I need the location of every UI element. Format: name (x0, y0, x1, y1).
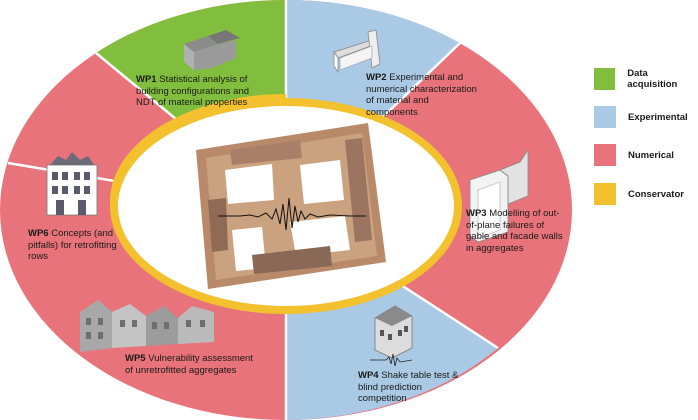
legend-label: Experimental (628, 111, 688, 123)
wp4-description: Shake table test & blind prediction comp… (358, 370, 459, 404)
legend-swatch (594, 183, 616, 205)
legend-swatch (594, 68, 616, 90)
building-on-shake-table-icon (370, 305, 413, 367)
wp1-label: WP1 Statistical analysis of building con… (136, 74, 268, 109)
seismogram-icon (218, 197, 366, 231)
aerial-city-map-icon (196, 123, 386, 289)
wp5-id: WP5 (125, 353, 146, 364)
wp6-id: WP6 (28, 228, 49, 239)
wp2-description: Experimental and numerical characterizat… (366, 72, 477, 118)
wp4-id: WP4 (358, 370, 379, 381)
legend-swatch (594, 106, 616, 128)
legend-item-experimental: Experimental (594, 106, 688, 128)
legend-label: Data acquisition (627, 68, 678, 90)
legend-label: Numerical (628, 149, 674, 161)
wp2-label: WP2 Experimental and numerical character… (366, 72, 481, 118)
legend-item-conservator: Conservator (594, 183, 684, 205)
wp3-id: WP3 (466, 208, 487, 219)
facade-icon (46, 152, 98, 216)
wp3-label: WP3 Modelling of out-of-plane failures o… (466, 208, 566, 254)
wp2-id: WP2 (366, 72, 387, 83)
wall-specimen-icon (333, 29, 381, 74)
legend-item-numerical: Numerical (594, 144, 674, 166)
wp3-description: Modelling of out-of-plane failures of ga… (466, 208, 563, 254)
wp5-label: WP5 Vulnerability assessment of unretrof… (125, 353, 260, 376)
wp4-label: WP4 Shake table test & blind prediction … (358, 370, 468, 405)
wp1-description: Statistical analysis of building configu… (136, 74, 250, 108)
house-3d-icon (184, 30, 240, 70)
wp1-id: WP1 (136, 74, 157, 85)
legend-label: Conservator (628, 188, 684, 200)
wp6-label: WP6 Concepts (and pitfalls) for retrofit… (28, 228, 130, 263)
legend-item-data-acquisition: Data acquisition (594, 68, 698, 90)
wp5-description: Vulnerability assessment of unretrofitte… (125, 353, 253, 376)
wp6-description: Concepts (and pitfalls) for retrofitting… (28, 228, 117, 262)
row-of-buildings-icon (80, 300, 214, 352)
corner-wall-icon (469, 148, 529, 243)
legend-swatch (594, 144, 616, 166)
